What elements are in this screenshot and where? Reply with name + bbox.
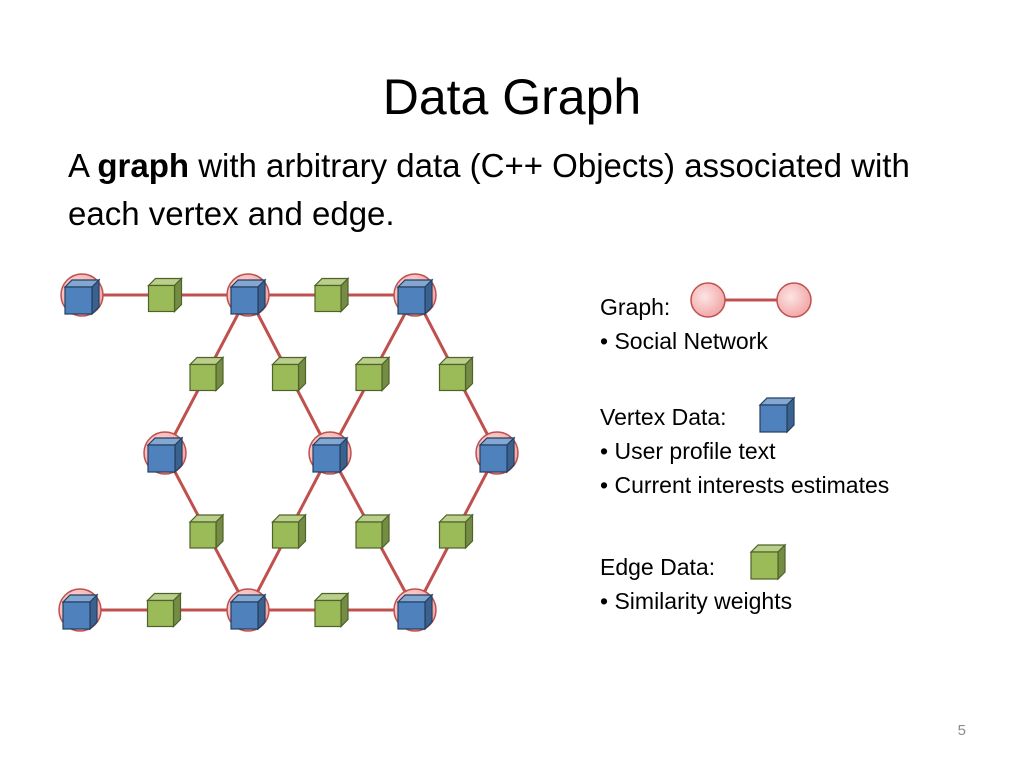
edge-data-cube-icon [188, 513, 225, 550]
edge-data-cube-icon [313, 592, 350, 628]
legend-vertex-cube-icon [758, 396, 796, 434]
slide-subtitle: A graph with arbitrary data (C++ Objects… [68, 142, 948, 238]
edge-data-cube-icon [354, 513, 391, 550]
legend-vertex-label: Vertex Data: [600, 404, 727, 430]
subtitle-suffix: with arbitrary data (C++ Objects) associ… [68, 147, 910, 232]
edge-data-cube-icon [438, 356, 474, 392]
legend-graph-bullet: Social Network [600, 324, 767, 358]
legend-graph: Graph: Social Network [600, 290, 768, 358]
edge-data-cube-icon [438, 513, 474, 550]
vertex-data-cube-icon [311, 436, 349, 474]
edge-data-cube-icon [147, 277, 183, 313]
legend-edge-cube-icon [749, 543, 787, 581]
edge-data-cube-icon [354, 356, 391, 392]
legend-graph-label: Graph: [600, 294, 671, 320]
slide-title: Data Graph [382, 69, 642, 125]
vertex-data-cube-icon [396, 278, 434, 316]
legend-vertex: Vertex Data: User profile text Current i… [600, 400, 889, 502]
vertex-data-cube-icon [396, 593, 434, 631]
page-number: 5 [957, 722, 966, 739]
edge-data-cube-icon [271, 356, 307, 392]
legend-graph-icon [690, 282, 812, 318]
edge-data-cube-icon [146, 592, 182, 628]
subtitle-prefix: A [68, 147, 98, 184]
legend-edge-label: Edge Data: [600, 554, 716, 580]
subtitle-bold-word: graph [97, 147, 190, 184]
edge-data-cube-icon [188, 356, 225, 392]
vertex-data-cube-icon [61, 593, 99, 631]
vertex-data-cube-icon [229, 278, 267, 316]
legend-edge: Edge Data: Similarity weights [600, 550, 792, 618]
legend-vertex-bullet-2: Current interests estimates [600, 468, 889, 502]
vertex-data-cube-icon [63, 278, 101, 316]
vertex-data-cube-icon [229, 593, 267, 631]
edge-data-cube-icon [271, 513, 307, 550]
edge-data-cube-icon [313, 277, 350, 313]
vertex-data-cube-icon [146, 436, 184, 474]
vertex-data-cube-icon [478, 436, 516, 474]
legend-edge-bullet: Similarity weights [600, 584, 792, 618]
legend-vertex-bullet-1: User profile text [600, 434, 889, 468]
